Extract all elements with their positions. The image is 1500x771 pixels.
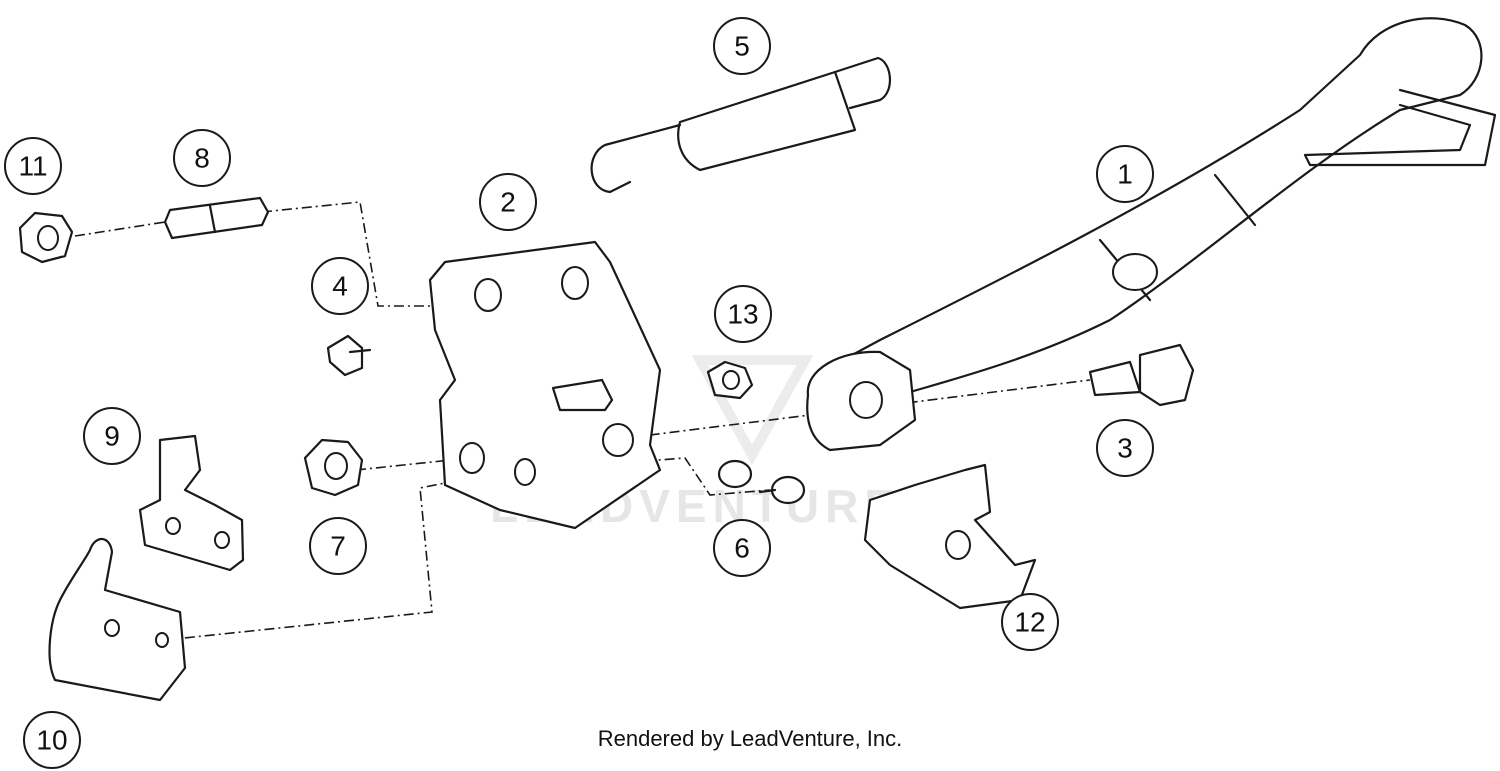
callout-7: 7: [309, 517, 367, 575]
plug-13: [706, 360, 754, 400]
pivot-bolt: [1088, 343, 1195, 407]
callout-8: 8: [173, 129, 231, 187]
switch-cover: [48, 537, 187, 702]
screw-4: [326, 334, 372, 377]
svg-text:6: 6: [734, 533, 750, 564]
callout-4: 4: [311, 257, 369, 315]
svg-text:7: 7: [330, 531, 346, 562]
guard-bracket: [863, 463, 1037, 610]
svg-text:3: 3: [1117, 433, 1133, 464]
svg-text:9: 9: [104, 421, 120, 452]
callout-3: 3: [1096, 419, 1154, 477]
callout-9: 9: [83, 407, 141, 465]
svg-text:11: 11: [18, 151, 47, 182]
leader-8-2: [261, 201, 432, 307]
side-stand: [806, 17, 1497, 452]
screws-6: [717, 459, 806, 505]
nut-7: [303, 438, 364, 497]
svg-text:12: 12: [1014, 607, 1045, 638]
spring: [590, 56, 891, 194]
render-credit: Rendered by LeadVenture, Inc.: [597, 726, 903, 751]
svg-text:10: 10: [36, 725, 67, 756]
callout-10: 10: [23, 711, 81, 769]
svg-text:13: 13: [727, 299, 758, 330]
leader-10-2: [164, 479, 461, 641]
svg-text:2: 2: [500, 187, 516, 218]
nut-11: [18, 211, 74, 264]
leader-11-8: [74, 221, 166, 237]
bracket-plate: [428, 240, 662, 530]
callout-5: 5: [713, 17, 771, 75]
svg-text:4: 4: [332, 271, 348, 302]
svg-text:8: 8: [194, 143, 210, 174]
spacer-sleeve: [163, 196, 270, 240]
callout-1: 1: [1096, 145, 1154, 203]
callout-11: 11: [4, 137, 62, 195]
callout-12: 12: [1001, 593, 1059, 651]
svg-text:1: 1: [1117, 159, 1133, 190]
callout-6: 6: [713, 519, 771, 577]
callout-2: 2: [479, 173, 537, 231]
switch-holder: [138, 434, 245, 572]
svg-text:5: 5: [734, 31, 750, 62]
callout-13: 13: [714, 285, 772, 343]
